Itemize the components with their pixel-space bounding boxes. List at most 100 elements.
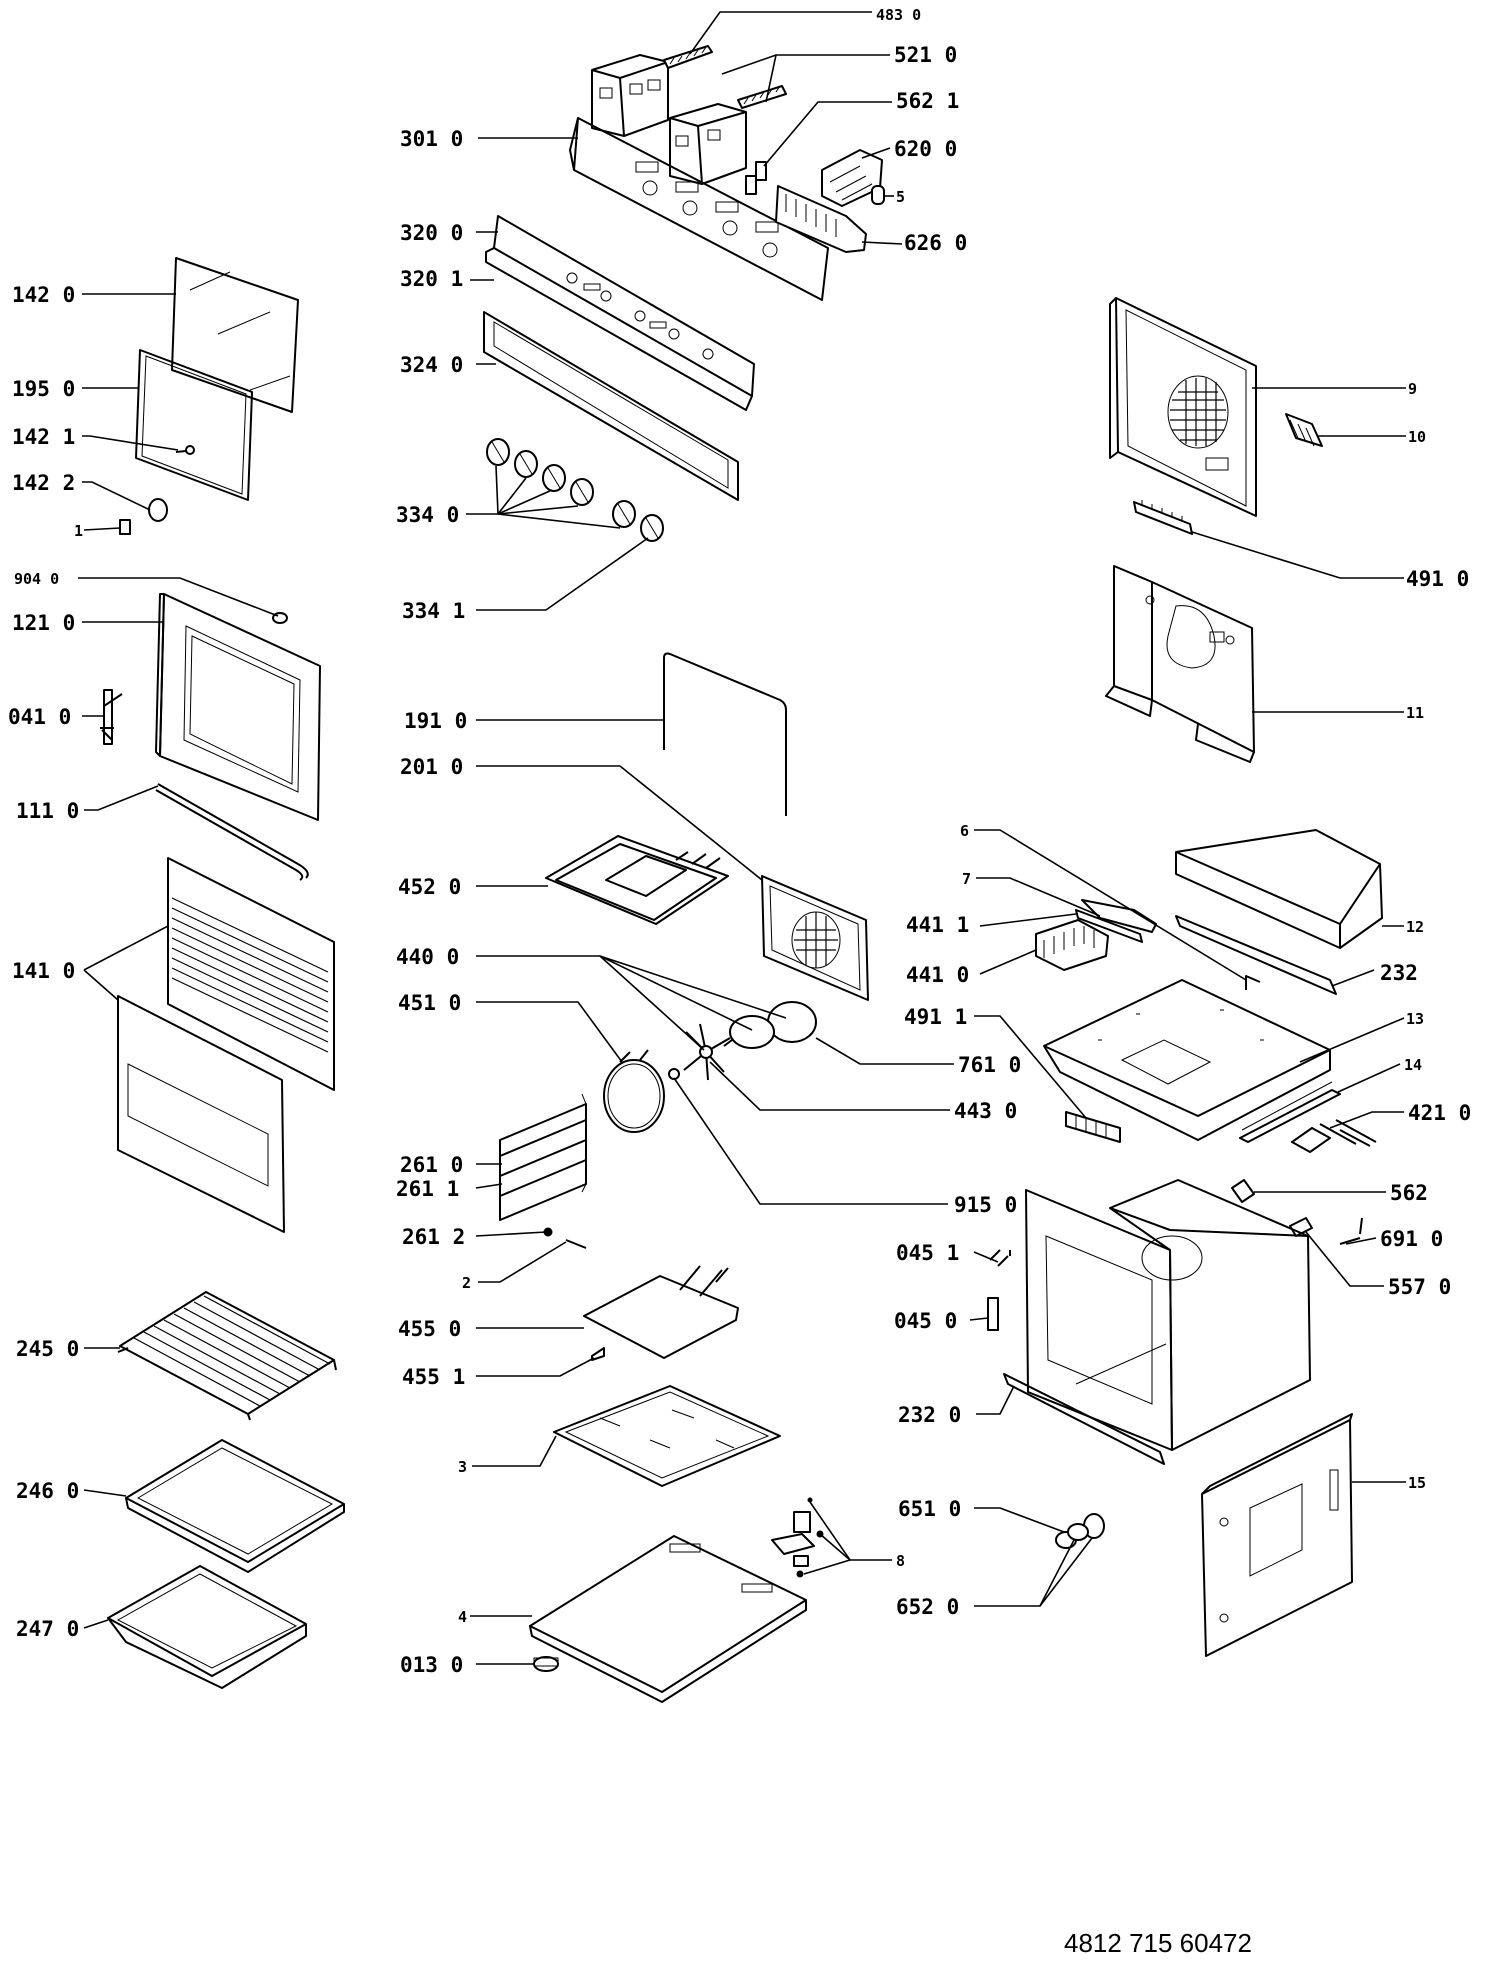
label-441-1: 441 1: [906, 913, 969, 937]
label-334-1: 334 1: [402, 599, 465, 623]
side-rail-14: [1239, 1081, 1341, 1143]
label-6: 6: [960, 822, 969, 840]
label-14: 14: [1404, 1056, 1422, 1074]
door-gasket-frame: [135, 349, 253, 501]
label-761-0: 761 0: [958, 1053, 1021, 1077]
document-number: 4812 715 60472: [1064, 1928, 1252, 1958]
label-142-1: 142 1: [12, 425, 75, 449]
part-labels: 483 0 521 0 562 1 301 0 620 0 5 626 0 32…: [8, 6, 1471, 1677]
cavity-floor-plate: [529, 1535, 807, 1703]
label-320-0: 320 0: [400, 221, 463, 245]
fan-impeller: [683, 1023, 731, 1081]
control-panel-bracket: [569, 117, 829, 301]
cylinder-part-5: [871, 185, 885, 205]
door-inner-frame: [155, 593, 321, 821]
probe-691: [1339, 1217, 1363, 1245]
label-7: 7: [962, 870, 971, 888]
label-261-2: 261 2: [402, 1225, 465, 1249]
oven-drip-pan: [107, 1565, 307, 1689]
label-9: 9: [1408, 380, 1417, 398]
label-904-0: 904 0: [14, 570, 59, 588]
label-562-1: 562 1: [896, 89, 959, 113]
label-8: 8: [896, 1552, 905, 1570]
label-232-top: 232: [1380, 961, 1418, 985]
label-483-0: 483 0: [876, 6, 921, 24]
label-301-0: 301 0: [400, 127, 463, 151]
label-3: 3: [458, 1458, 467, 1476]
label-455-1: 455 1: [402, 1365, 465, 1389]
bracket-6-7: [1081, 899, 1261, 990]
fan-motor-plate: [767, 1001, 817, 1043]
probe-holder-557: [1289, 1217, 1313, 1237]
oven-bottom-plate: [553, 1385, 781, 1487]
label-324-0: 324 0: [400, 353, 463, 377]
top-cavity-plate: [1043, 979, 1331, 1141]
label-142-2: 142 2: [12, 471, 75, 495]
terminal-strip-491-1: [1065, 1111, 1121, 1143]
label-191-0: 191 0: [404, 709, 467, 733]
label-620-0: 620 0: [894, 137, 957, 161]
label-247-0: 247 0: [16, 1617, 79, 1641]
label-13: 13: [1406, 1010, 1424, 1028]
terminal-strip-491: [1133, 500, 1193, 535]
circular-element-451: [603, 1049, 665, 1133]
label-691-0: 691 0: [1380, 1227, 1443, 1251]
fan-nut-915: [668, 1068, 680, 1080]
label-521-0: 521 0: [894, 43, 957, 67]
oven-door-seal: [663, 652, 787, 816]
switch-562: [745, 161, 767, 195]
control-knobs: [486, 438, 664, 542]
label-201-0: 201 0: [400, 755, 463, 779]
fan-rear-plate: [761, 875, 869, 1001]
door-handle: [155, 783, 309, 881]
label-232-0: 232 0: [898, 1403, 961, 1427]
lamp-holder-parts: [771, 1497, 824, 1578]
label-261-1: 261 1: [396, 1177, 459, 1201]
label-15: 15: [1408, 1474, 1426, 1492]
label-261-0: 261 0: [400, 1153, 463, 1177]
leader-lines: [78, 11, 1406, 1665]
label-2: 2: [462, 1274, 471, 1292]
oven-back-panel: [1201, 1413, 1353, 1657]
switch-562-bracket: [1231, 1179, 1255, 1203]
top-cover-panel: [1175, 829, 1383, 949]
glass-fixing-stud: [148, 498, 168, 522]
label-491-0: 491 0: [1406, 567, 1469, 591]
label-440-0: 440 0: [396, 945, 459, 969]
label-045-0: 045 0: [894, 1309, 957, 1333]
terminal-strip-483: [663, 45, 713, 69]
label-121-0: 121 0: [12, 611, 75, 635]
label-915-0: 915 0: [954, 1193, 1017, 1217]
label-141-0: 141 0: [12, 959, 75, 983]
label-455-0: 455 0: [398, 1317, 461, 1341]
door-hinge: [100, 689, 123, 745]
bottom-heating-element: [583, 1265, 739, 1359]
control-panel-trim: [483, 311, 739, 501]
label-441-0: 441 0: [906, 963, 969, 987]
label-195-0: 195 0: [12, 377, 75, 401]
label-451-0: 451 0: [398, 991, 461, 1015]
screw-2: [565, 1239, 587, 1249]
label-142-0: 142 0: [12, 283, 75, 307]
relay-block-right: [669, 103, 747, 185]
label-4: 4: [458, 1608, 467, 1626]
oven-cavity: [1025, 1179, 1311, 1451]
heating-element-441-1: [1075, 909, 1143, 943]
label-12: 12: [1406, 918, 1424, 936]
rear-mounting-bracket: [1105, 565, 1255, 763]
relay-block-left: [591, 54, 669, 137]
control-panel-fascia: [485, 215, 755, 411]
label-5: 5: [896, 188, 905, 206]
label-652-0: 652 0: [896, 1595, 959, 1619]
shelf-side-guide: [499, 1093, 587, 1221]
label-452-0: 452 0: [398, 875, 461, 899]
glass-clip-screw: [175, 445, 195, 455]
label-11: 11: [1406, 704, 1424, 722]
cavity-rail-232-0: [1003, 1373, 1165, 1465]
label-013-0: 013 0: [400, 1653, 463, 1677]
label-320-1: 320 1: [400, 267, 463, 291]
label-245-0: 245 0: [16, 1337, 79, 1361]
label-246-0: 246 0: [16, 1479, 79, 1503]
grill-heating-element: [545, 835, 729, 925]
